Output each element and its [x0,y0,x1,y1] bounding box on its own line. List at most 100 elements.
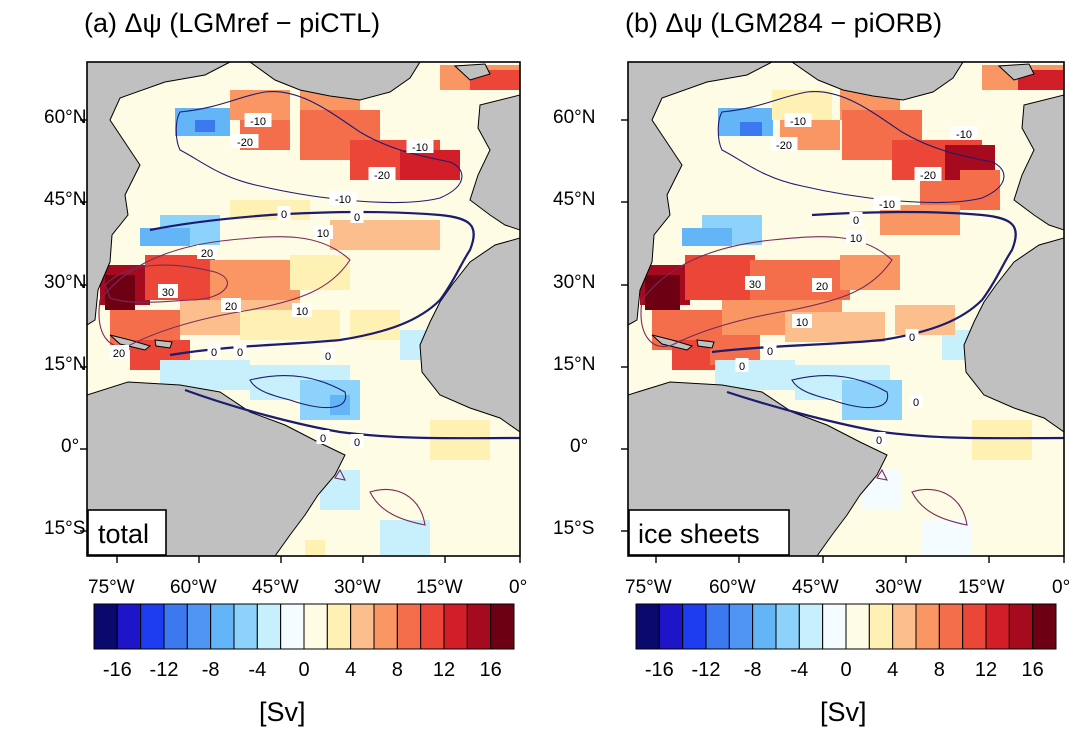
inset-label-box: ice sheets [628,509,790,556]
greenland [249,62,421,101]
anomaly-cell [380,520,430,555]
colorbar-tick-label: 8 [392,659,403,681]
colorbar-swatch [892,603,917,650]
contour-neg [717,91,1005,203]
colorbar-tick-label: 8 [934,659,945,681]
contour-label-bg [770,137,798,151]
contour-label: 10 [796,317,808,329]
anomaly-cell [740,122,762,136]
anomaly-cell [145,255,215,300]
panel-title: (a) Δψ (LGMref − piCTL) [84,8,381,38]
contour-label-bg [329,191,357,205]
contour-label-bg [233,344,247,358]
contour-label-bg [350,209,364,223]
lat-tick-label: 30°N [44,272,87,293]
colorbar-tick-label: -16 [103,659,132,681]
contour-label: 0 [876,435,882,447]
colorbar-swatch [280,603,305,650]
contour-label: 0 [320,433,326,445]
colorbar-tick-label: -12 [150,659,179,681]
anomaly-cell [972,420,1032,460]
colorbar-swatch [163,603,188,650]
colorbar-unit: [Sv] [820,697,867,727]
colorbar-swatch [635,603,660,650]
panel-a: (a) Δψ (LGMref − piCTL) 60°N 45°N 30°N 1… [44,8,527,727]
contour-label: 0 [913,397,919,409]
lat-tick-label: 15°S [44,518,86,539]
contour-neg [175,91,463,203]
anomaly-cell [842,380,902,420]
lat-tick-label: 30°N [553,272,596,293]
anomaly-cell [305,540,325,556]
lat-tick-label: 15°S [553,518,595,539]
contour-neg [791,375,889,409]
contour-label: -20 [374,170,390,182]
map-frame [86,61,521,557]
contour-label: -20 [237,137,253,149]
contour-label: -20 [920,170,936,182]
contour-zero [149,210,475,357]
colorbar-swatch [915,603,940,650]
north-america [87,62,231,326]
colorbar-swatch [490,603,515,650]
contour-pos [876,468,888,481]
colorbar-tick-label: 16 [480,659,502,681]
colorbar-swatch [186,603,212,650]
contour-label-bg [277,206,291,220]
panel-b: (b) Δψ (LGM284 − piORB) 60°N 45°N 30°N 1… [540,0,1077,736]
contour-label: 0 [281,209,287,221]
colorbar-tick-label: 12 [433,659,455,681]
contour-label: 0 [237,347,243,359]
contour-label-bg [350,434,364,448]
anomaly-cell [195,120,215,132]
cuba [651,334,694,351]
lat-tick-label: 60°N [44,107,87,128]
lon-tick-label: 75°W [625,577,672,598]
hispaniola [154,339,173,349]
contour-label: 10 [296,306,308,318]
contour-label: 20 [113,348,125,360]
contour-label: -20 [776,140,792,152]
colorbar-swatch [938,603,964,650]
lat-tick-label: 45°N [44,189,87,210]
anomaly-cell [840,255,900,290]
contour-label-bg [909,394,923,408]
iceland [997,63,1035,81]
lon-tick-label: 45°W [792,577,839,598]
contour-label-bg [109,345,129,359]
colorbar-swatch [140,603,165,650]
anomaly-cell [240,310,340,340]
colorbar-swatch [845,603,870,650]
north-america [628,62,773,326]
colorbar-swatch [420,603,445,650]
contour-label-bg [784,113,812,127]
anomaly-cell [922,520,972,555]
cuba [109,334,152,351]
colorbar-swatch [985,603,1010,650]
contour-label: 0 [767,346,773,358]
anomaly-cell [645,275,680,310]
contour-label-bg [763,343,777,357]
colorbar-swatch [822,603,847,650]
contour-label: 10 [850,233,862,245]
contour-label-bg [221,298,241,312]
contour-label-bg [950,126,978,140]
contour-pos [334,468,346,481]
hispaniola [696,339,715,349]
colorbar-tick-label: -12 [692,659,721,681]
contour-pos [104,264,228,303]
colorbar-swatch [256,603,282,650]
lat-tick-label: 15°N [44,354,87,375]
map-frame [627,61,1065,557]
contour-label: 0 [909,332,915,344]
lat-tick-label: 60°N [553,107,596,128]
africa [963,237,1064,433]
anomaly-cell [400,150,460,180]
contour-label: -10 [956,129,972,141]
streamfunction-contours [98,91,520,526]
contour-label-bg [849,212,863,226]
colorbar-tick-label: -8 [202,659,220,681]
